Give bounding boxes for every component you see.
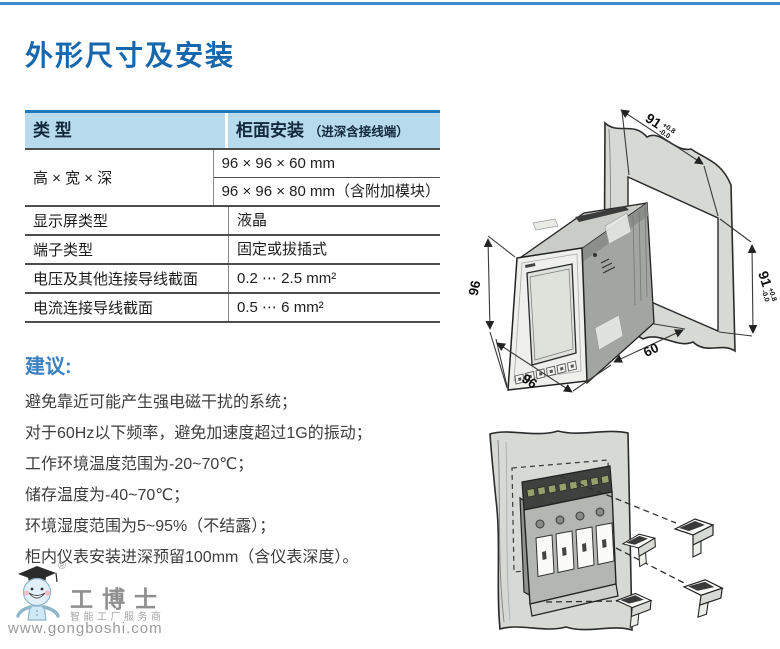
row-value-dimensions-1: 96 × 96 × 60 mm [221,155,335,172]
advice-section: 建议: 避免靠近可能产生强电磁干扰的系统； 对于60Hz以下频率，避免加速度超过… [25,350,445,573]
mounting-clip [673,518,715,558]
row-label-dimensions: 高 × 宽 × 深 [33,170,113,187]
row-value-terminal: 固定或拔插式 [237,241,328,258]
spec-header-type: 类 型 [25,113,228,148]
table-row-display: 显示屏类型 液晶 [25,205,440,234]
gongboshi-logo: ® 工博士 智能工厂服务商 www.gongboshi.com [8,558,208,646]
advice-line: 工作环境温度范围为-20~70℃； [25,456,254,473]
row-label-display: 显示屏类型 [33,213,109,230]
svg-text:96: 96 [466,279,484,297]
spec-header-mount-label: 柜面安装 [236,121,304,140]
mounting-clip [615,592,653,629]
terminal-strip [526,474,610,498]
advice-line: 对于60Hz以下频率，避免加速度超过1G的振动； [25,425,372,442]
row-value-display: 液晶 [237,212,268,229]
dimension-depth-60: 60 [585,323,686,383]
svg-text:-0.0: -0.0 [760,289,770,303]
mounting-clip-installation-diagram [460,420,780,649]
table-row-current-wire: 电流连接导线截面 0.5 ⋯ 6 mm² [25,292,440,323]
page-title: 外形尺寸及安装 [25,40,236,71]
svg-text:91: 91 [755,269,775,289]
advice-line: 避免靠近可能产生强电磁干扰的系统； [25,394,298,411]
meter-device [507,201,655,391]
dimension-cutout-height-91: 91 +0.8 -0.0 [718,218,777,337]
meter-rear-body [519,465,619,617]
row-label-voltage-wire: 电压及其他连接导线截面 [33,271,199,288]
spec-table: 类 型 柜面安装 （进深含接线端） 高 × 宽 × 深 96 × 96 × 60… [25,110,440,323]
logo-url: www.gongboshi.com [8,620,163,637]
spec-header-mount: 柜面安装 （进深含接线端） [228,113,440,148]
mascot-icon [16,566,60,621]
row-value-current-wire: 0.5 ⋯ 6 mm² [237,299,324,316]
svg-text:91: 91 [643,110,665,132]
row-value-voltage-wire: 0.2 ⋯ 2.5 mm² [237,270,337,287]
advice-line: 储存温度为-40~70℃； [25,487,190,504]
row-label-terminal: 端子类型 [33,242,94,259]
mascot-cap [18,566,56,581]
registered-mark: ® [58,560,67,572]
advice-line: 柜内仪表安装进深预留100mm（含仪表深度）。 [25,549,359,566]
logo-tagline: 智能工厂服务商 [70,612,165,623]
spec-table-header: 类 型 柜面安装 （进深含接线端） [25,110,440,148]
table-row-voltage-wire: 电压及其他连接导线截面 0.2 ⋯ 2.5 mm² [25,263,440,292]
mounting-clip [682,579,724,618]
logo-name: 工博士 [70,587,166,612]
table-row-dimensions: 高 × 宽 × 深 96 × 96 × 60 mm 96 × 96 × 80 m… [25,148,440,205]
dimension-height-96: 96 [466,235,516,389]
clip-leader-lines [545,475,687,603]
row-label-current-wire: 电流连接导线截面 [33,300,154,317]
row-value-dimensions-2: 96 × 96 × 80 mm（含附加模块） [213,177,440,205]
mounting-clip [621,533,657,568]
svg-text:+0.8: +0.8 [766,287,777,302]
advice-heading: 建议: [25,356,72,378]
meter-screen [526,263,577,366]
panel-mounting-dimension-diagram: 96 96 60 91 +0.8 -0.0 [455,95,780,405]
module-slots [535,522,615,578]
table-row-terminal: 端子类型 固定或拔插式 [25,234,440,263]
spec-header-mount-note: （进深含接线端） [308,125,409,139]
screw-holes [535,507,605,529]
page-top-rule [0,2,780,5]
svg-text:60: 60 [641,340,661,360]
advice-line: 环境湿度范围为5~95%（不结露）； [25,518,276,535]
